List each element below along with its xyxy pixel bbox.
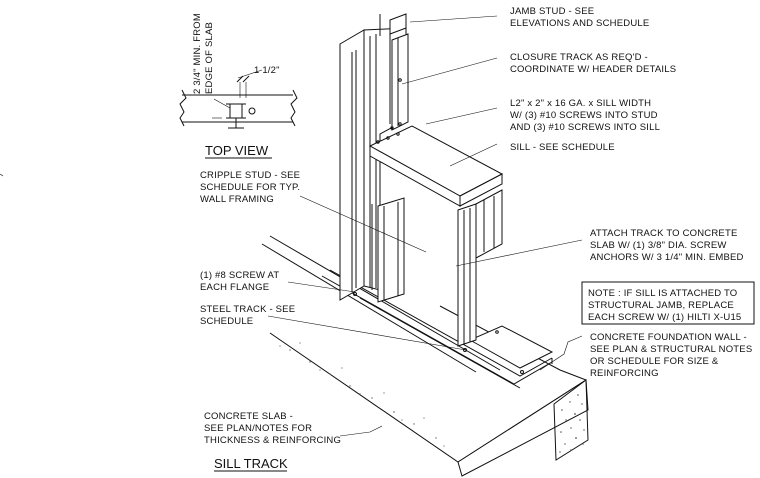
note-screw-flange-1: (1) #8 SCREW AT [200, 270, 279, 281]
top-view-title: TOP VIEW [205, 143, 269, 158]
note-attach-track-2: SLAB W/ (1) 3/8" DIA. SCREW [590, 240, 727, 251]
note-cripple-stud-2: SCHEDULE FOR TYP. [200, 182, 300, 193]
callout-notes: JAMB STUD - SEE ELEVATIONS AND SCHEDULE … [200, 6, 755, 446]
note-closure-track-1: CLOSURE TRACK AS REQ'D - [510, 52, 648, 63]
leader-lines [267, 15, 583, 437]
note-concrete-slab-1: CONCRETE SLAB - [204, 411, 293, 422]
note-clip-angle-3: AND (3) #10 SCREWS INTO SILL [510, 122, 660, 133]
note-box-line3: EACH SCREW W/ (1) HILTI X-U15 [588, 312, 741, 323]
note-foundation-wall-1: CONCRETE FOUNDATION WALL - [590, 332, 747, 343]
note-closure-track-2: COORDINATE W/ HEADER DETAILS [510, 64, 676, 75]
note-clip-angle-1: L2" x 2" x 16 GA. x SILL WIDTH [510, 98, 651, 109]
top-view-track-section [212, 98, 256, 129]
note-box [581, 281, 755, 325]
slab-edge-stipple [279, 342, 445, 447]
closure-track [391, 33, 409, 131]
note-foundation-wall-3: OR SCHEDULE FOR SIZE & [590, 356, 719, 367]
note-box-line1: NOTE : IF SILL IS ATTACHED TO [588, 288, 737, 299]
isometric-assembly [258, 13, 589, 477]
note-attach-track-3: ANCHORS W/ 3 1/4" MIN. EMBED [590, 252, 744, 263]
steel-track [321, 269, 554, 389]
note-box-line2: STRUCTURAL JAMB, REPLACE [588, 300, 734, 311]
note-cripple-stud-1: CRIPPLE STUD - SEE [200, 170, 300, 181]
note-concrete-slab-2: SEE PLAN/NOTES FOR [204, 423, 312, 434]
top-view-edge-dim-line1: 2 3/4" MIN. FROM [192, 13, 203, 94]
note-attach-track-1: ATTACH TRACK TO CONCRETE [590, 228, 738, 239]
note-screw-flange-2: EACH FLANGE [200, 282, 269, 293]
detail-title: SILL TRACK [214, 456, 288, 471]
concrete-slab [258, 305, 589, 477]
top-view-slab [179, 89, 298, 127]
cripple-studs [371, 197, 477, 347]
note-cripple-stud-3: WALL FRAMING [200, 194, 274, 205]
top-view-inset: 2 3/4" MIN. FROM EDGE OF SLAB 1 [179, 13, 298, 159]
note-sill: SILL - SEE SCHEDULE [510, 142, 615, 153]
note-steel-track-1: STEEL TRACK - SEE [200, 304, 295, 315]
note-jamb-stud-2: ELEVATIONS AND SCHEDULE [510, 18, 649, 29]
concrete-stipple [559, 394, 585, 453]
note-concrete-slab-3: THICKNESS & REINFORCING [204, 435, 341, 446]
note-steel-track-2: SCHEDULE [200, 316, 253, 327]
top-view-dimension: 1 1/2" [236, 65, 280, 98]
note-clip-angle-2: W/ (3) #10 SCREWS INTO STUD [510, 110, 658, 121]
top-view-edge-dim-line2: EDGE OF SLAB [204, 22, 215, 94]
note-foundation-wall-4: REINFORCING [590, 368, 659, 379]
note-foundation-wall-2: SEE PLAN & STRUCTURAL NOTES [590, 344, 752, 355]
note-jamb-stud-1: JAMB STUD - SEE [510, 6, 594, 17]
top-view-dim-label: 1 1/2" [254, 65, 280, 76]
